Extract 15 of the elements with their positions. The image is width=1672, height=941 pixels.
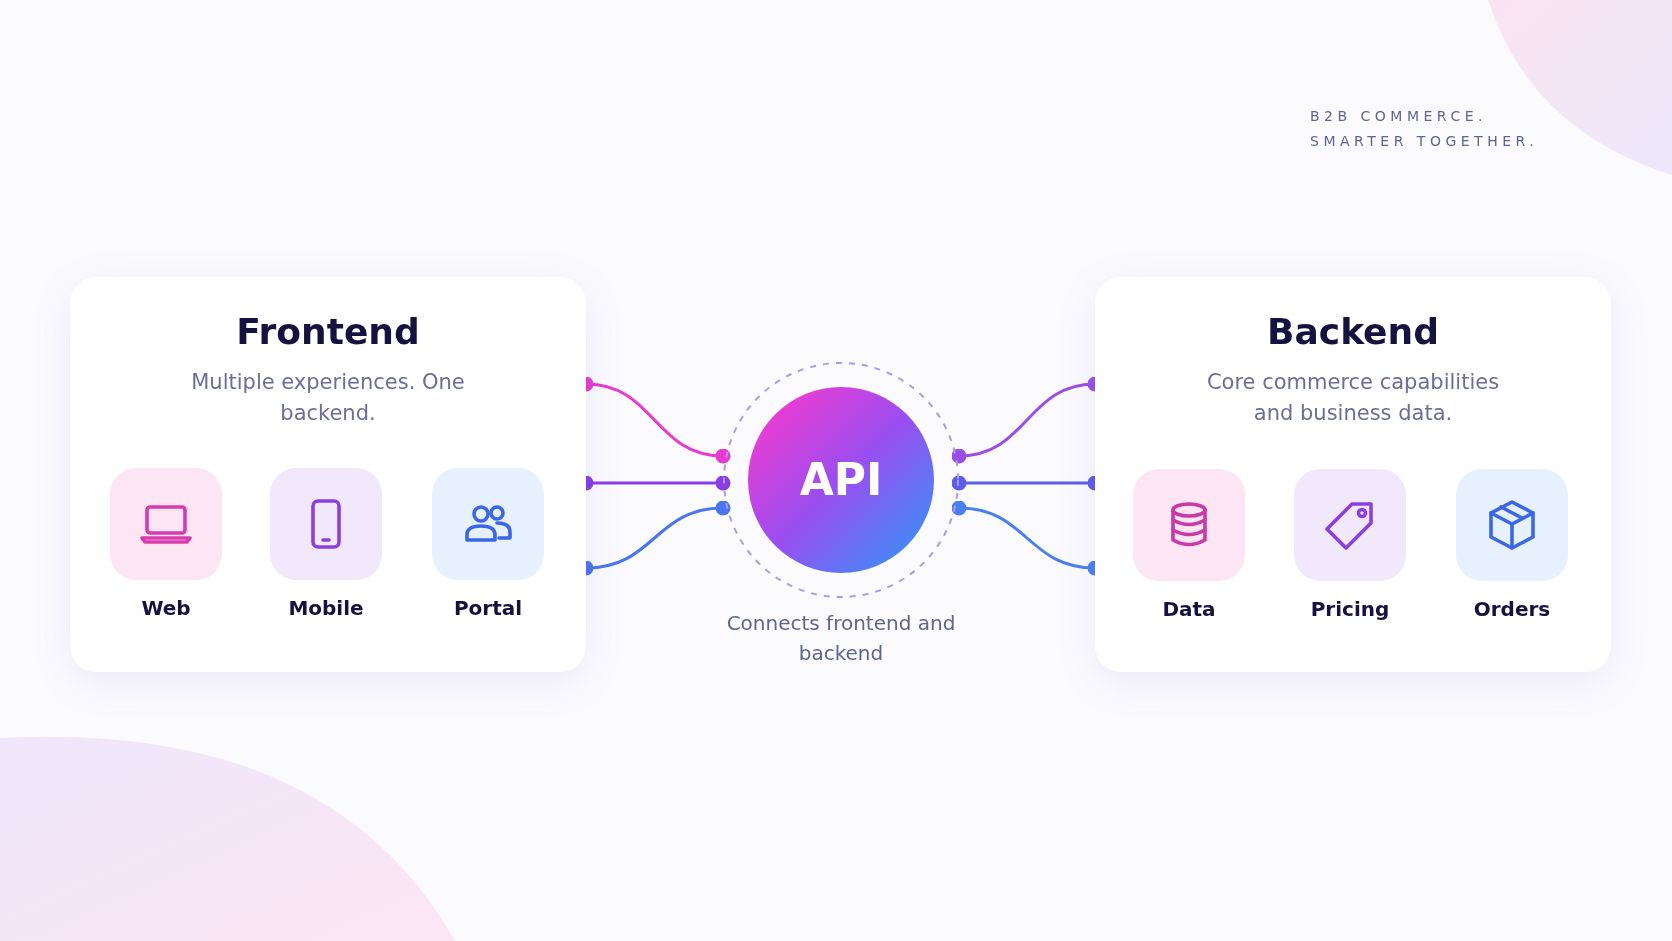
panel-subtitle: Multiple experiences. One backend. [190, 369, 466, 427]
panel-heading: Frontend [235, 311, 421, 352]
tagline: B2B COMMERCE. SMARTER TOGETHER. [1310, 107, 1540, 151]
tile-label: Orders [1472, 597, 1552, 621]
panel-subtitle: Core commerce capabilities and business data. [1205, 369, 1501, 427]
panel-card [70, 277, 586, 672]
tile-label: Web [140, 596, 192, 620]
panel-card [1095, 277, 1611, 672]
tile-label: Pricing [1309, 597, 1391, 621]
tile-label: Mobile [287, 596, 365, 620]
hub-label: API [798, 453, 884, 507]
tile-label: Portal [452, 596, 524, 620]
hub-caption: Connects frontend and backend [725, 610, 957, 667]
tile-label: Data [1161, 597, 1217, 621]
panel-heading: Backend [1266, 311, 1440, 352]
